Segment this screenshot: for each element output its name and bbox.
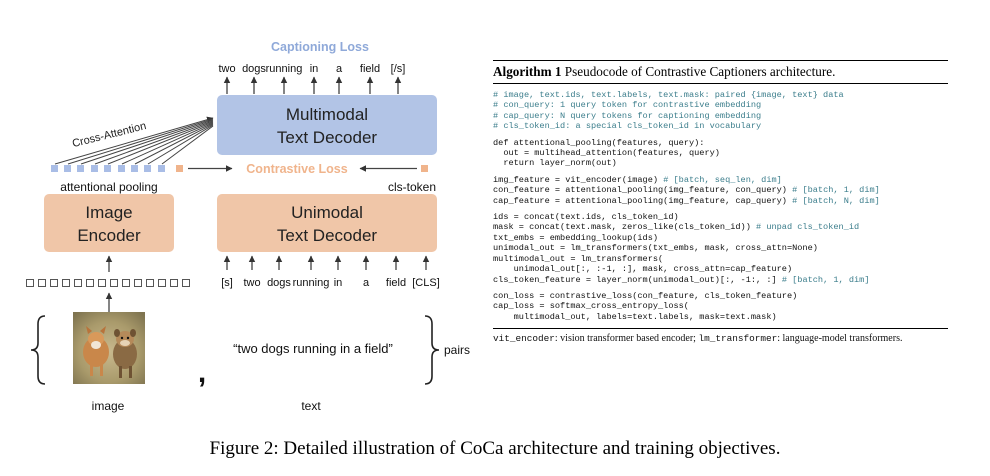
algorithm-mid-rule xyxy=(493,83,948,84)
footnote-text: : language-model transformers. xyxy=(777,333,903,345)
output-token: two xyxy=(218,63,235,75)
pooled-tokens xyxy=(51,165,428,172)
right-brace xyxy=(424,315,440,385)
image-label: image xyxy=(92,399,125,413)
code-line: mask = concat(text.mask, zeros_like(cls_… xyxy=(493,222,860,233)
pseudocode: # image, text.ids, text.labels, text.mas… xyxy=(493,84,948,322)
footnote-code: lm_transformer xyxy=(698,333,778,345)
image-encoder-label-line1: Image xyxy=(85,203,132,222)
code-line: def attentional_pooling(features, query)… xyxy=(493,137,705,148)
code-line: cap_feature = attentional_pooling(img_fe… xyxy=(493,195,880,206)
input-token: field xyxy=(386,277,406,289)
code-line: multimodal_out, labels=text.labels, mask… xyxy=(493,311,777,322)
algorithm-top-rule xyxy=(493,60,948,61)
unimodal-decoder-label-line1: Unimodal xyxy=(291,203,363,222)
code-line: cap_loss = softmax_cross_entropy_loss( xyxy=(493,301,689,312)
left-brace xyxy=(30,315,46,385)
input-token: two xyxy=(243,277,260,289)
captioning-loss-label: Captioning Loss xyxy=(271,40,369,54)
output-token: [/s] xyxy=(391,63,406,75)
output-token: in xyxy=(310,63,319,75)
output-token: a xyxy=(336,63,343,75)
output-arrows xyxy=(223,76,402,94)
contrastive-loss-label: Contrastive Loss xyxy=(246,162,347,176)
code-line: # image, text.ids, text.labels, text.mas… xyxy=(493,90,844,100)
code-line: txt_embs = embedding_lookup(ids) xyxy=(493,232,659,243)
pooled-token xyxy=(104,165,111,172)
code-line: out = multihead_attention(features, quer… xyxy=(493,148,720,159)
algorithm-title: Algorithm 1 Pseudocode of Contrastive Ca… xyxy=(493,61,948,83)
input-token: in xyxy=(334,277,343,289)
code-line: con_feature = attentional_pooling(img_fe… xyxy=(493,185,880,196)
pooled-token xyxy=(131,165,138,172)
pooled-token xyxy=(118,165,125,172)
cls-token-square xyxy=(421,165,428,172)
input-token: running xyxy=(293,277,330,289)
multimodal-decoder-box xyxy=(217,95,437,155)
dog-image xyxy=(73,312,145,384)
unimodal-decoder-box xyxy=(217,194,437,252)
code-line: unimodal_out[:, :-1, :], mask, cross_att… xyxy=(493,264,793,275)
input-arrows xyxy=(223,255,430,270)
pair-comma: , xyxy=(198,356,206,389)
attentional-pooling-label: attentional pooling xyxy=(60,180,157,194)
pooled-token xyxy=(51,165,58,172)
code-line: img_feature = vit_encoder(image) # [batc… xyxy=(493,174,782,185)
code-line: con_loss = contrastive_loss(con_feature,… xyxy=(493,290,798,301)
pooled-token xyxy=(77,165,84,172)
output-tokens: two dogs running in a field [/s] xyxy=(218,63,405,75)
algorithm-label: Algorithm 1 xyxy=(493,64,562,79)
input-token: [s] xyxy=(221,277,233,289)
cls-token-label: cls-token xyxy=(388,180,436,194)
multimodal-decoder-label-line2: Text Decoder xyxy=(277,128,377,147)
code-line: # cls_token_id: a special cls_token_id i… xyxy=(493,121,762,132)
algorithm-footnote: vit_encoder: vision transformer based en… xyxy=(493,329,948,344)
pooled-token xyxy=(158,165,165,172)
code-line: ids = concat(text.ids, cls_token_id) xyxy=(493,212,679,223)
text-label: text xyxy=(301,399,321,413)
coca-architecture-diagram: Captioning Loss two dogs running in a fi… xyxy=(26,40,470,413)
output-token: running xyxy=(266,63,303,75)
code-line: # con_query: 1 query token for contrasti… xyxy=(493,100,762,111)
output-token: field xyxy=(360,63,380,75)
footnote-code: vit_encoder xyxy=(493,333,555,345)
algorithm-block: Algorithm 1 Pseudocode of Contrastive Ca… xyxy=(493,60,948,344)
figure-caption: Figure 2: Detailed illustration of CoCa … xyxy=(209,438,781,459)
image-encoder-label-line2: Encoder xyxy=(77,226,141,245)
pooled-token xyxy=(144,165,151,172)
contrastive-token xyxy=(176,165,183,172)
input-token: a xyxy=(363,277,370,289)
input-token: dogs xyxy=(267,277,291,289)
code-line: # cap_query: N query tokens for captioni… xyxy=(493,110,762,121)
input-token: [CLS] xyxy=(412,277,440,289)
code-line: return layer_norm(out) xyxy=(493,158,617,169)
unimodal-decoder-label-line2: Text Decoder xyxy=(277,226,377,245)
multimodal-decoder-label-line1: Multimodal xyxy=(286,105,368,124)
pooled-token xyxy=(64,165,71,172)
cross-attention-arrows xyxy=(54,116,214,165)
text-example: “two dogs running in a field” xyxy=(233,341,393,356)
image-patch-tokens xyxy=(26,279,190,287)
algorithm-title-text: Pseudocode of Contrastive Captioners arc… xyxy=(564,64,836,79)
pairs-label: pairs xyxy=(444,343,470,357)
code-line: unimodal_out = lm_transformers(txt_embs,… xyxy=(493,243,818,254)
code-line: cls_token_feature = layer_norm(unimodal_… xyxy=(493,274,870,285)
image-encoder-box xyxy=(44,194,174,252)
pooled-token xyxy=(91,165,98,172)
algorithm-bottom-rule xyxy=(493,328,948,330)
input-tokens: [s] two dogs running in a field [CLS] xyxy=(221,277,440,289)
code-line: multimodal_out = lm_transformers( xyxy=(493,253,664,264)
output-token: dogs xyxy=(242,63,266,75)
footnote-text: : vision transformer based encoder; xyxy=(554,333,699,345)
